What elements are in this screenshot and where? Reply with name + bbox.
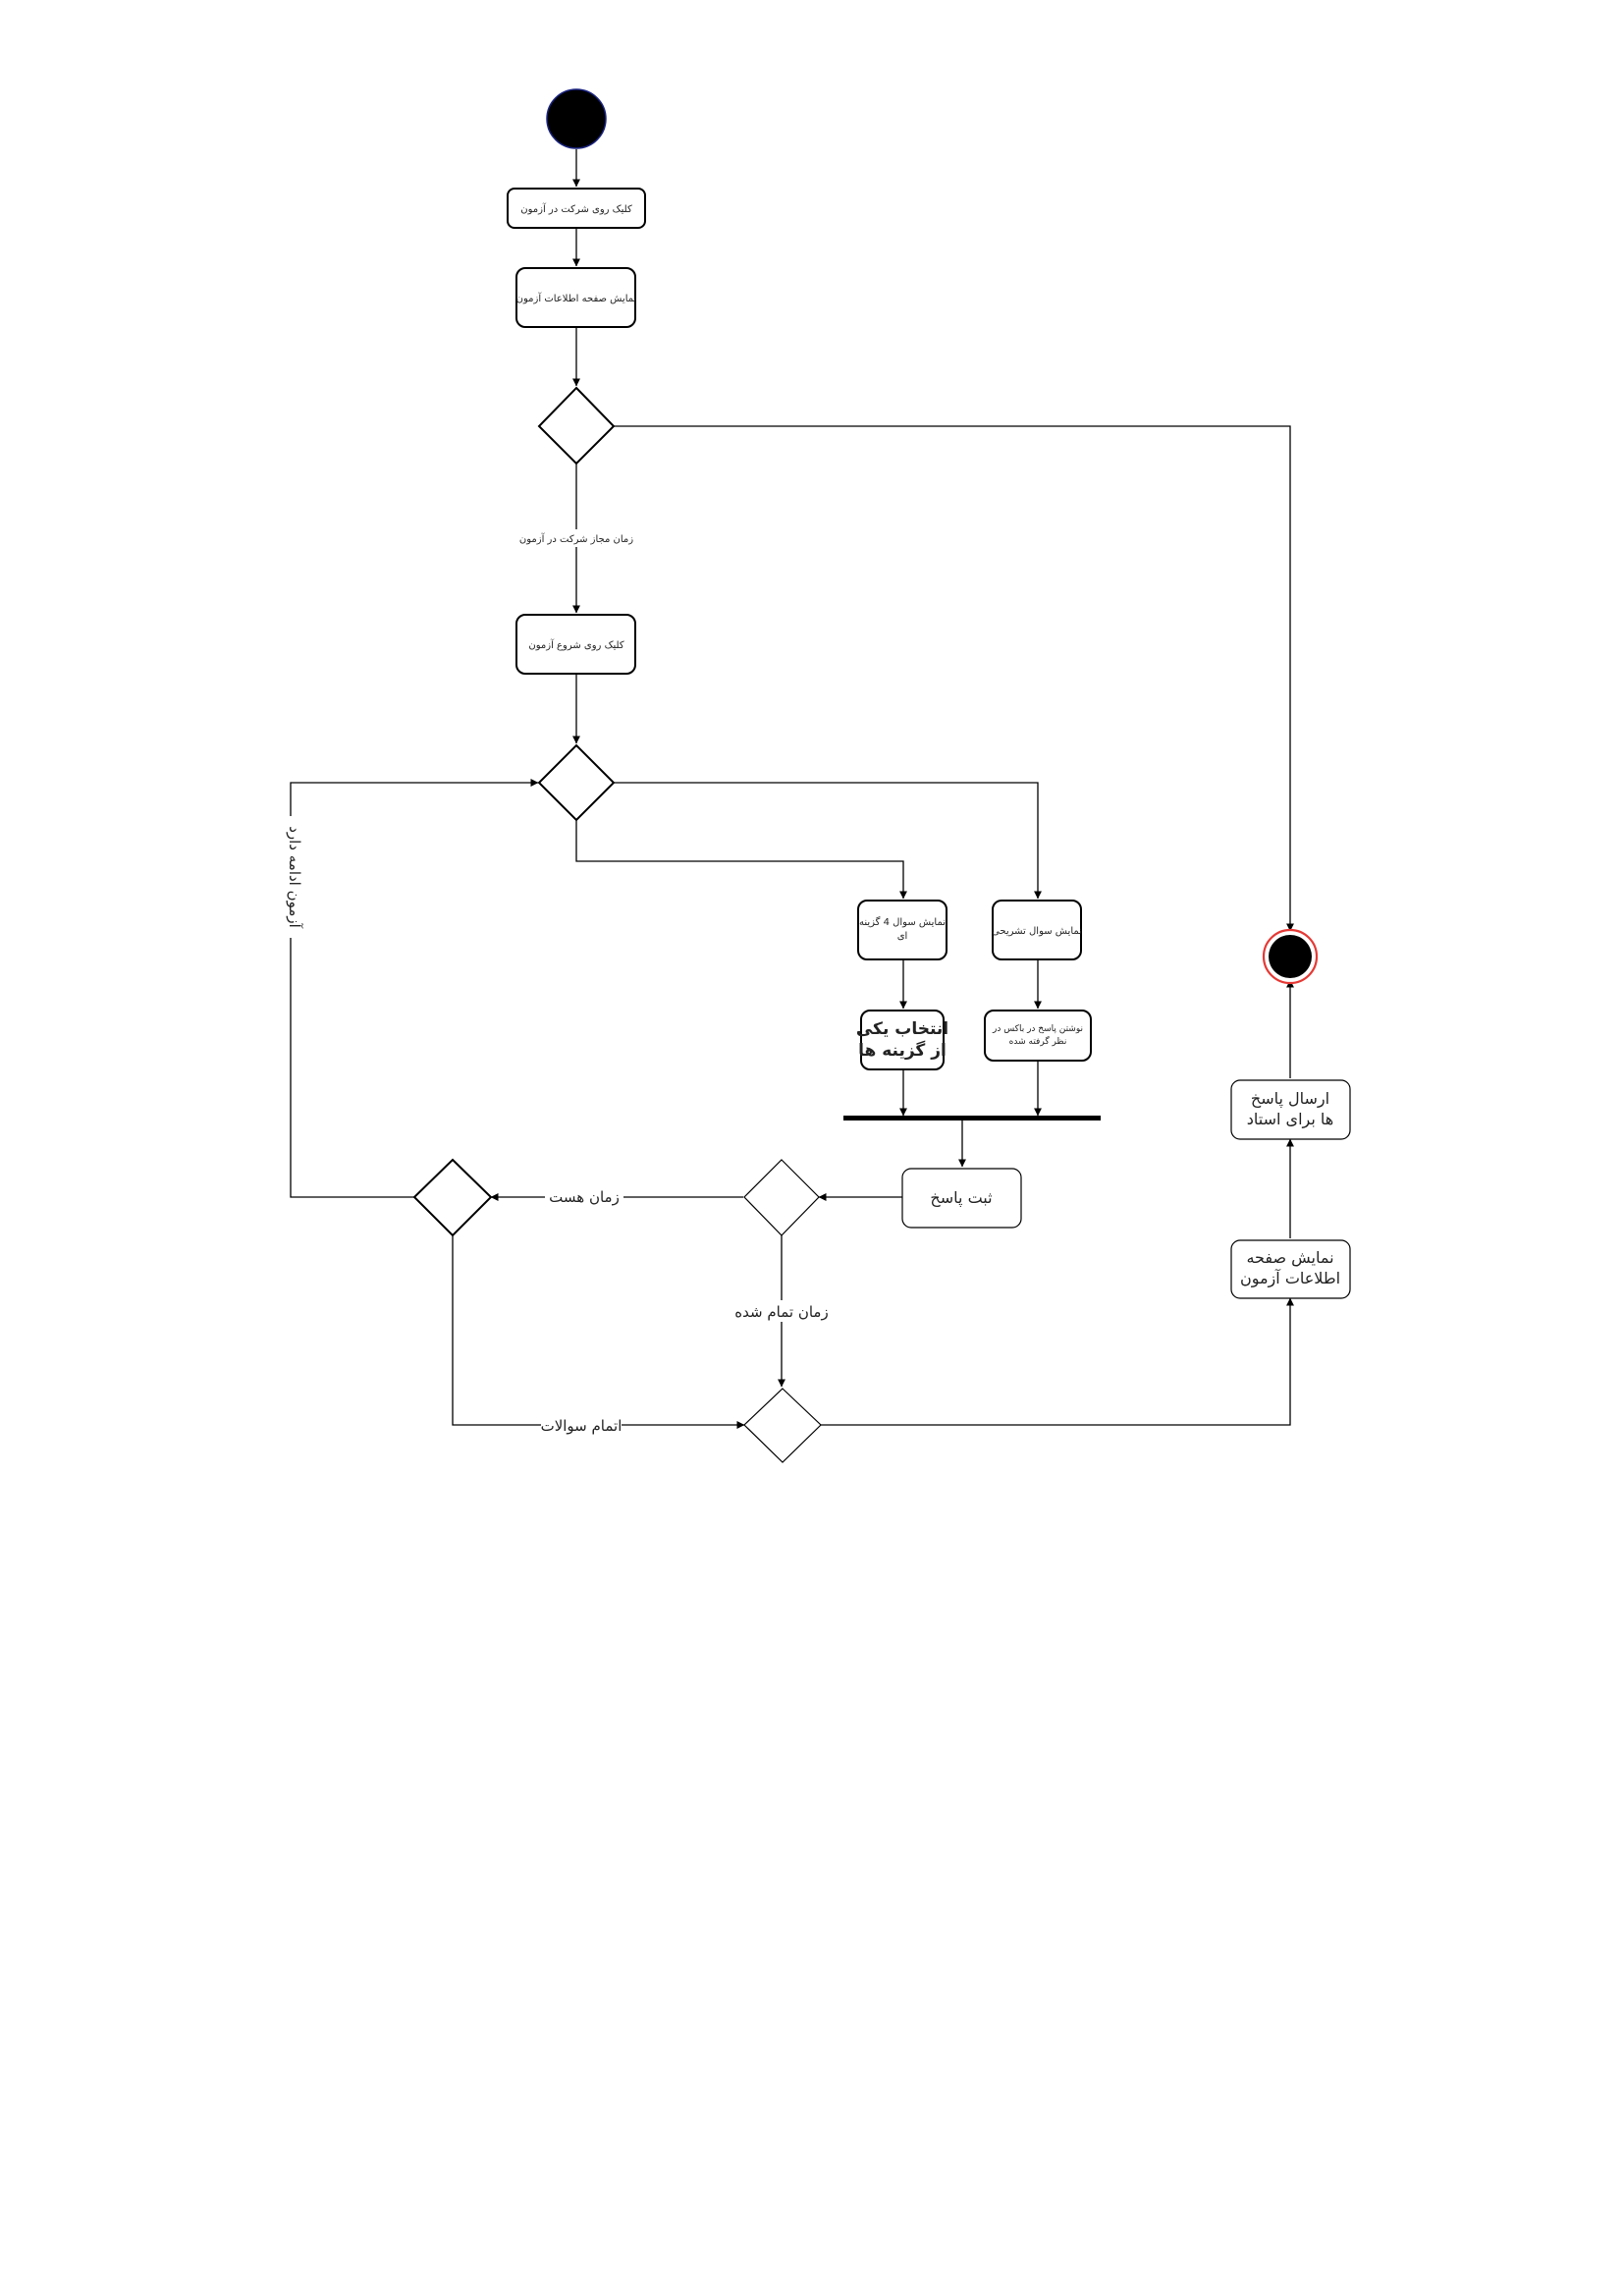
start-node [546, 88, 607, 149]
edge-decision2-to-mcq [575, 820, 907, 900]
edge-decision4-to-decision5 [452, 1235, 745, 1429]
decision-1 [537, 386, 616, 465]
node-write-answer [984, 1010, 1092, 1062]
edge-label-time-over: زمان تمام شده [734, 1303, 828, 1321]
decision-3 [743, 1159, 820, 1236]
edge-label-exam-continues: آزمون ادامه دارد [286, 826, 303, 928]
label-click-start-exam: کلیک روی شروع آزمون [528, 638, 623, 651]
edge-decision4-loop-back [290, 779, 539, 1198]
edge-decision5-to-info2 [821, 1297, 1294, 1426]
node-show-mcq [857, 900, 947, 960]
node-send-answers [1230, 1079, 1351, 1140]
edge-label-time-left: زمان هست [549, 1188, 620, 1206]
label-click-join-exam: کلیک روی شرکت در آزمون [520, 202, 632, 215]
decision-2 [537, 743, 616, 822]
label-show-descriptive: نمایش سوال تشریحی [992, 926, 1082, 937]
edge-decision2-to-descriptive [614, 782, 1042, 900]
edge-label-allowed-time: زمان مجاز شرکت در آزمون [519, 532, 633, 545]
edge-label-questions-done: اتمام سوالات [541, 1417, 623, 1435]
node-show-descriptive [992, 900, 1082, 960]
node-click-start-exam [515, 614, 636, 675]
node-save-answer [901, 1168, 1022, 1229]
final-node [1262, 928, 1319, 985]
node-click-join-exam [507, 188, 646, 229]
decision-5 [743, 1388, 822, 1463]
node-pick-option [860, 1010, 945, 1070]
decision-4 [412, 1158, 493, 1237]
edge-decision1-to-final [614, 425, 1294, 932]
label-show-exam-info: نمایش صفحه اطلاعات آزمون [516, 292, 637, 304]
label-save-answer: ثبت پاسخ [930, 1188, 992, 1208]
node-show-exam-info-2 [1230, 1239, 1351, 1299]
join-bar [843, 1116, 1101, 1121]
node-show-exam-info [515, 267, 636, 328]
